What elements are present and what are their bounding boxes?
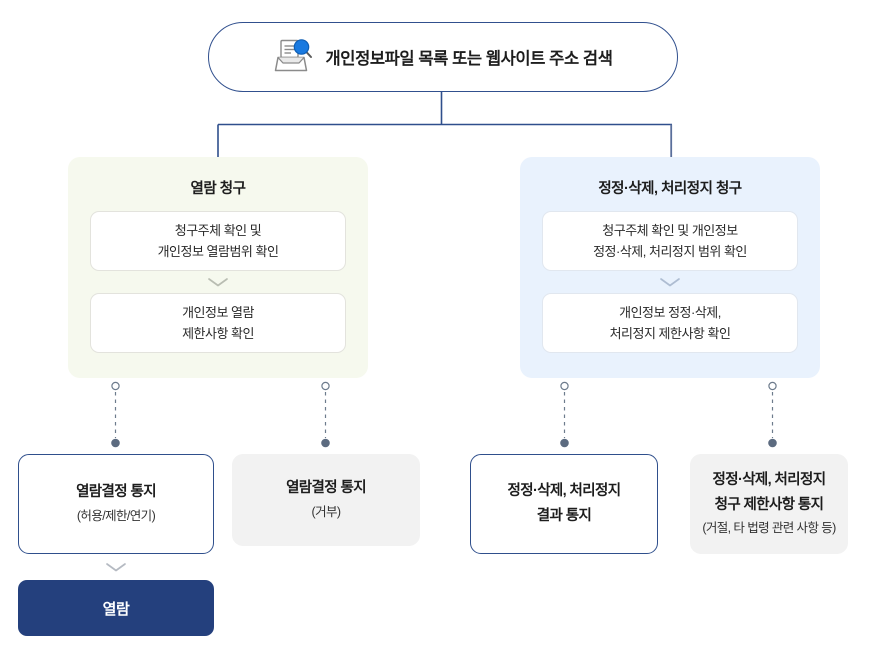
branch-title-left: 열람 청구 [190, 181, 246, 197]
dashed-connector-1 [110, 381, 121, 449]
result-title: 정정·삭제, 처리정지 [712, 472, 826, 488]
chevron-down-icon [18, 556, 214, 578]
result-box-3: 정정·삭제, 처리정지 결과 통지 [470, 454, 658, 554]
step-text: 개인정보 열람범위 확인 [157, 243, 279, 259]
branch-panel-left: 열람 청구 청구주체 확인 및 개인정보 열람범위 확인 개인정보 열람 제한사… [68, 157, 368, 378]
final-outcome-box: 열람 [18, 580, 214, 636]
result-box-2: 열람결정 통지 (거부) [232, 454, 420, 546]
chevron-down-icon [542, 271, 798, 293]
step-text: 개인정보 정정·삭제, [619, 304, 721, 320]
result-box-1: 열람결정 통지 (허용/제한/연기) [18, 454, 214, 554]
branch-title-right: 정정·삭제, 처리정지 청구 [598, 181, 742, 197]
result-title: 열람결정 통지 [286, 480, 366, 497]
branch-panel-right: 정정·삭제, 처리정지 청구 청구주체 확인 및 개인정보 정정·삭제, 처리정… [520, 157, 820, 378]
step-text: 처리정지 제한사항 확인 [609, 325, 731, 341]
result-title-line2: 결과 통지 [536, 507, 592, 524]
result-box-4: 정정·삭제, 처리정지 청구 제한사항 통지 (거절, 타 법령 관련 사항 등… [690, 454, 848, 554]
result-title: 열람결정 통지 [76, 484, 156, 501]
result-subtitle: (허용/제한/연기) [76, 508, 156, 523]
step-text: 개인정보 열람 [182, 304, 254, 320]
document-search-icon [274, 37, 316, 77]
step-card-right-2: 개인정보 정정·삭제, 처리정지 제한사항 확인 [542, 293, 798, 353]
dashed-connector-4 [767, 381, 778, 449]
chevron-down-icon [90, 271, 346, 293]
step-text: 청구주체 확인 및 개인정보 [602, 222, 738, 238]
dashed-connector-3 [559, 381, 570, 449]
step-text: 청구주체 확인 및 [174, 222, 262, 238]
result-title: 정정·삭제, 처리정지 [507, 482, 621, 499]
search-bar-label: 개인정보파일 목록 또는 웹사이트 주소 검색 [325, 50, 613, 68]
step-card-left-2: 개인정보 열람 제한사항 확인 [90, 293, 346, 353]
step-card-right-1: 청구주체 확인 및 개인정보 정정·삭제, 처리정지 범위 확인 [542, 211, 798, 271]
result-subtitle: (거절, 타 법령 관련 사항 등) [702, 521, 836, 536]
step-card-left-1: 청구주체 확인 및 개인정보 열람범위 확인 [90, 211, 346, 271]
result-title-line2: 청구 제한사항 통지 [714, 496, 824, 513]
result-subtitle: (거부) [311, 504, 342, 519]
search-bar[interactable]: 개인정보파일 목록 또는 웹사이트 주소 검색 [208, 22, 678, 92]
step-text: 정정·삭제, 처리정지 범위 확인 [593, 243, 747, 259]
dashed-connector-2 [320, 381, 331, 449]
final-outcome-label: 열람 [102, 600, 130, 618]
step-text: 제한사항 확인 [182, 325, 254, 341]
